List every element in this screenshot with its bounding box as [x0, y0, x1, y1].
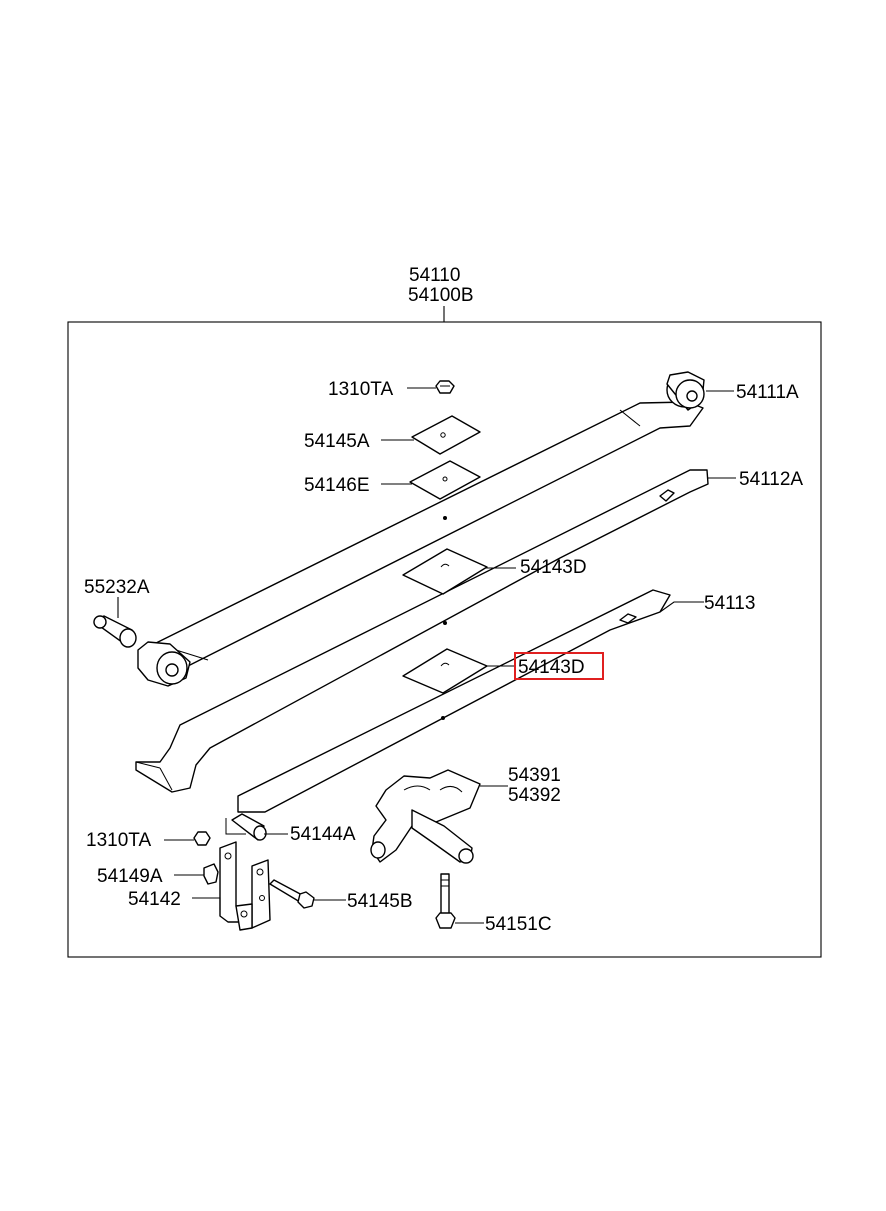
callout-bolt-vertical[interactable]: 54151C	[485, 914, 552, 935]
assembly-frame	[67, 321, 822, 958]
callout-bolt-side[interactable]: 54145B	[347, 891, 413, 912]
shackle-54142[interactable]	[219, 841, 271, 931]
callout-insert-lower[interactable]: 54143D	[518, 657, 585, 678]
callout-nut-lower[interactable]: 1310TA	[86, 830, 151, 851]
upper-insert-pad[interactable]	[402, 548, 488, 595]
callout-pad-54145A[interactable]: 54145A	[304, 431, 370, 452]
callout-shackle-bracket-a[interactable]: 54391	[508, 765, 561, 786]
callout-bracket[interactable]: 54142	[128, 889, 181, 910]
callout-bushing-small[interactable]: 54144A	[290, 824, 356, 845]
bolt-54145B[interactable]	[269, 879, 315, 909]
callout-main-leaf[interactable]: 54111A	[736, 382, 799, 403]
bolt-54151C[interactable]	[435, 873, 456, 929]
third-leaf[interactable]	[237, 589, 671, 813]
upper-pad-54146E[interactable]	[409, 460, 481, 500]
callout-pad-54146E[interactable]: 54146E	[304, 475, 370, 496]
bushing-55232A[interactable]	[93, 615, 137, 648]
second-leaf[interactable]	[135, 469, 709, 793]
shackle-bracket[interactable]	[370, 769, 481, 864]
callout-bushing[interactable]: 55232A	[84, 577, 150, 598]
bushing-54144A[interactable]	[225, 813, 267, 841]
callout-cap[interactable]: 54149A	[97, 866, 163, 887]
assembly-part-number: 54110	[409, 265, 460, 286]
callout-shackle-bracket-b[interactable]: 54392	[508, 785, 561, 806]
callout-insert-upper[interactable]: 54143D	[520, 557, 587, 578]
callout-second-leaf[interactable]: 54112A	[739, 469, 803, 490]
callout-nut-top[interactable]: 1310TA	[328, 379, 393, 400]
cap-54149A[interactable]	[203, 863, 219, 885]
assembly-part-number-alt: 54100B	[408, 285, 474, 306]
callout-third-leaf[interactable]: 54113	[704, 593, 755, 614]
highlight-box	[514, 652, 604, 680]
lower-nut[interactable]	[193, 831, 211, 846]
main-leaf[interactable]	[137, 371, 705, 687]
leader-lines	[117, 387, 736, 924]
top-nut[interactable]	[435, 380, 455, 394]
upper-pad-54145A[interactable]	[411, 415, 481, 455]
